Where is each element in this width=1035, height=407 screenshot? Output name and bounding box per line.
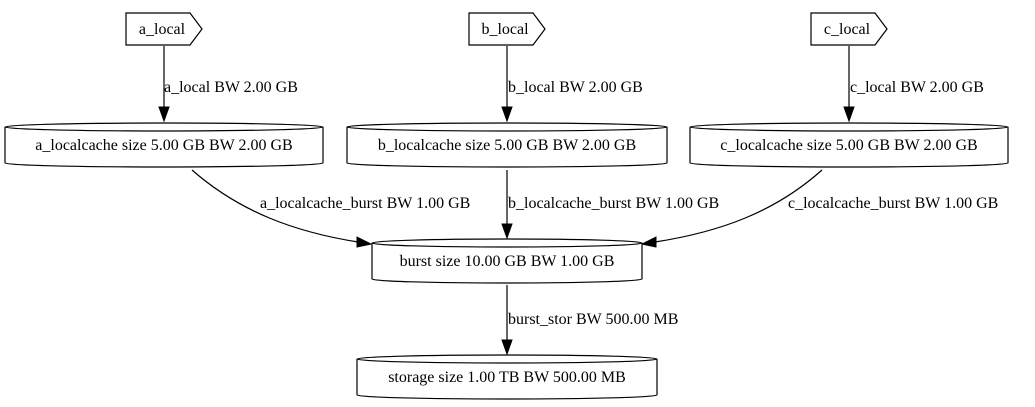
node-a-local: a_local xyxy=(125,12,203,46)
edge-b-local: b_local BW 2.00 GB xyxy=(501,46,643,123)
edge-burst-stor: burst_stor BW 500.00 MB xyxy=(501,285,678,356)
node-c-localcache: c_localcache size 5.00 GB BW 2.00 GB xyxy=(689,122,1009,168)
node-label-a-localcache: a_localcache size 5.00 GB BW 2.00 GB xyxy=(35,137,292,154)
node-label-c-local: c_local xyxy=(824,21,871,38)
node-storage: storage size 1.00 TB BW 500.00 MB xyxy=(356,354,658,400)
edge-a-local: a_local BW 2.00 GB xyxy=(158,46,298,123)
node-a-localcache: a_localcache size 5.00 GB BW 2.00 GB xyxy=(4,122,324,168)
edge-label-b-local: b_local BW 2.00 GB xyxy=(508,79,643,96)
node-label-b-localcache: b_localcache size 5.00 GB BW 2.00 GB xyxy=(378,137,636,154)
edge-label-burst-stor: burst_stor BW 500.00 MB xyxy=(508,311,678,328)
node-label-burst: burst size 10.00 GB BW 1.00 GB xyxy=(400,253,615,270)
edge-a-burst: a_localcache_burst BW 1.00 GB xyxy=(191,169,470,248)
node-b-local: b_local xyxy=(468,12,546,46)
node-label-a-local: a_local xyxy=(139,21,186,38)
edge-label-a-burst: a_localcache_burst BW 1.00 GB xyxy=(260,195,470,212)
node-b-localcache: b_localcache size 5.00 GB BW 2.00 GB xyxy=(346,122,668,168)
edge-label-a-local: a_local BW 2.00 GB xyxy=(164,79,298,96)
node-label-b-local: b_local xyxy=(481,21,529,38)
edge-label-c-local: c_local BW 2.00 GB xyxy=(850,79,984,96)
node-label-storage: storage size 1.00 TB BW 500.00 MB xyxy=(388,369,626,386)
node-c-local: c_local xyxy=(810,12,888,46)
edge-c-burst: c_localcache_burst BW 1.00 GB xyxy=(640,169,998,248)
edge-c-local: c_local BW 2.00 GB xyxy=(843,46,984,123)
node-label-c-localcache: c_localcache size 5.00 GB BW 2.00 GB xyxy=(720,137,977,154)
edge-label-b-burst: b_localcache_burst BW 1.00 GB xyxy=(508,195,719,212)
edge-b-burst: b_localcache_burst BW 1.00 GB xyxy=(501,170,719,240)
node-burst: burst size 10.00 GB BW 1.00 GB xyxy=(371,238,643,284)
edge-label-c-burst: c_localcache_burst BW 1.00 GB xyxy=(788,195,998,212)
